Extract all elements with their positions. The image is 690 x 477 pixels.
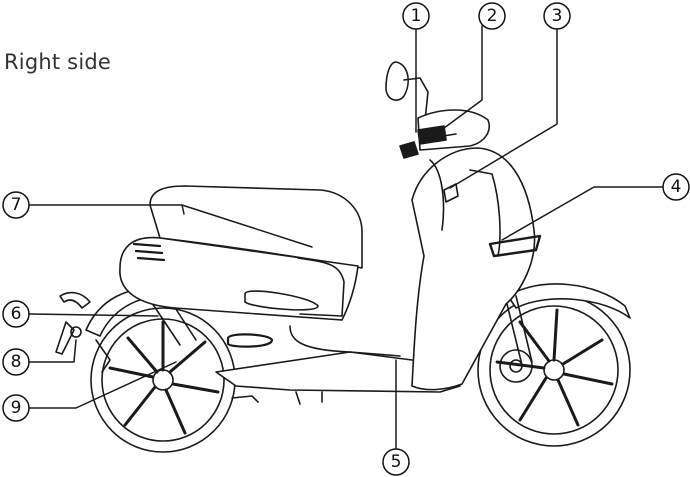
scooter-body (120, 148, 540, 404)
callout-4: 4 (663, 174, 689, 200)
callout-5: 5 (383, 449, 409, 475)
callout-label: 2 (487, 6, 498, 26)
callout-8: 8 (3, 349, 29, 375)
callout-1: 1 (403, 3, 429, 29)
callout-3: 3 (544, 3, 570, 29)
callout-label: 8 (11, 352, 22, 372)
callout-label: 9 (11, 398, 22, 418)
callout-label: 4 (671, 177, 682, 197)
callout-label: 3 (552, 6, 563, 26)
callout-label: 1 (411, 6, 422, 26)
callout-6: 6 (3, 301, 29, 327)
handlebar-assembly (386, 62, 489, 158)
callout-label: 6 (11, 304, 22, 324)
front-wheel (478, 294, 630, 446)
callout-9: 9 (3, 395, 29, 421)
rear-wheel (91, 308, 235, 452)
callout-label: 7 (11, 195, 22, 215)
callout-7: 7 (3, 192, 29, 218)
kickstand (56, 322, 81, 354)
callout-2: 2 (479, 3, 505, 29)
callout-label: 5 (391, 452, 402, 472)
